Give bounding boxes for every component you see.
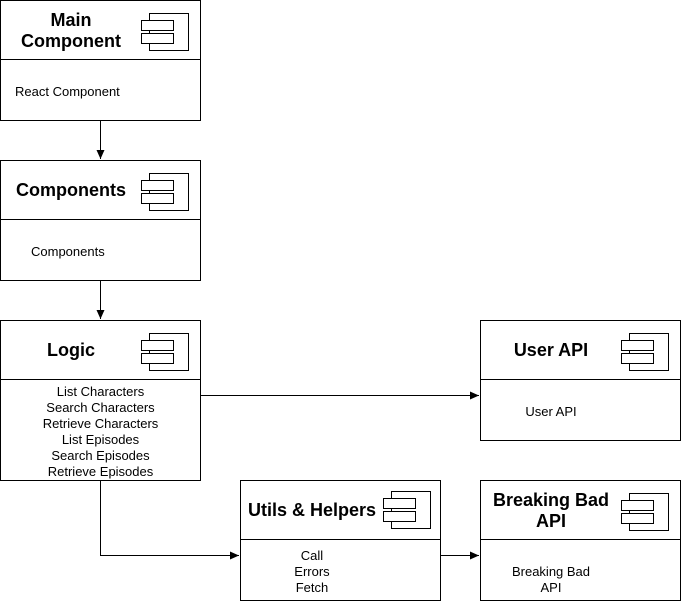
uml-component-icon [383, 491, 431, 529]
utils-helpers-title: Utils & Helpers [247, 500, 377, 520]
breaking-bad-api-header: Breaking Bad API [481, 481, 680, 540]
main-component-node[interactable]: Main Component React Component [0, 0, 201, 121]
components-body: Components [31, 244, 105, 259]
uml-component-icon [141, 13, 189, 51]
components-header: Components [1, 161, 200, 220]
logic-title: Logic [47, 340, 95, 360]
user-api-node[interactable]: User API User API [480, 320, 681, 441]
logic-body: List Characters Search Characters Retrie… [42, 384, 159, 479]
main-component-header: Main Component [1, 1, 200, 60]
logic-header: Logic [1, 321, 200, 380]
user-api-body: User API [525, 404, 577, 419]
utils-helpers-node[interactable]: Utils & Helpers Call Errors Fetch [240, 480, 441, 601]
edge-logic-to-utils [100, 480, 239, 560]
main-component-title: Main Component [21, 10, 121, 51]
uml-component-icon [141, 173, 189, 211]
breaking-bad-api-title: Breaking Bad API [492, 490, 610, 531]
user-api-title: User API [513, 340, 589, 360]
components-node[interactable]: Components Components [0, 160, 201, 281]
breaking-bad-api-body: Breaking Bad API [511, 564, 591, 595]
components-title: Components [16, 180, 126, 200]
uml-component-icon [141, 333, 189, 371]
user-api-header: User API [481, 321, 680, 380]
logic-node[interactable]: Logic List Characters Search Characters … [0, 320, 201, 481]
utils-helpers-body: Call Errors Fetch [294, 548, 330, 595]
uml-component-icon [621, 493, 669, 531]
breaking-bad-api-node[interactable]: Breaking Bad API Breaking Bad API [480, 480, 681, 601]
uml-component-icon [621, 333, 669, 371]
utils-helpers-header: Utils & Helpers [241, 481, 440, 540]
main-component-body: React Component [15, 84, 120, 99]
